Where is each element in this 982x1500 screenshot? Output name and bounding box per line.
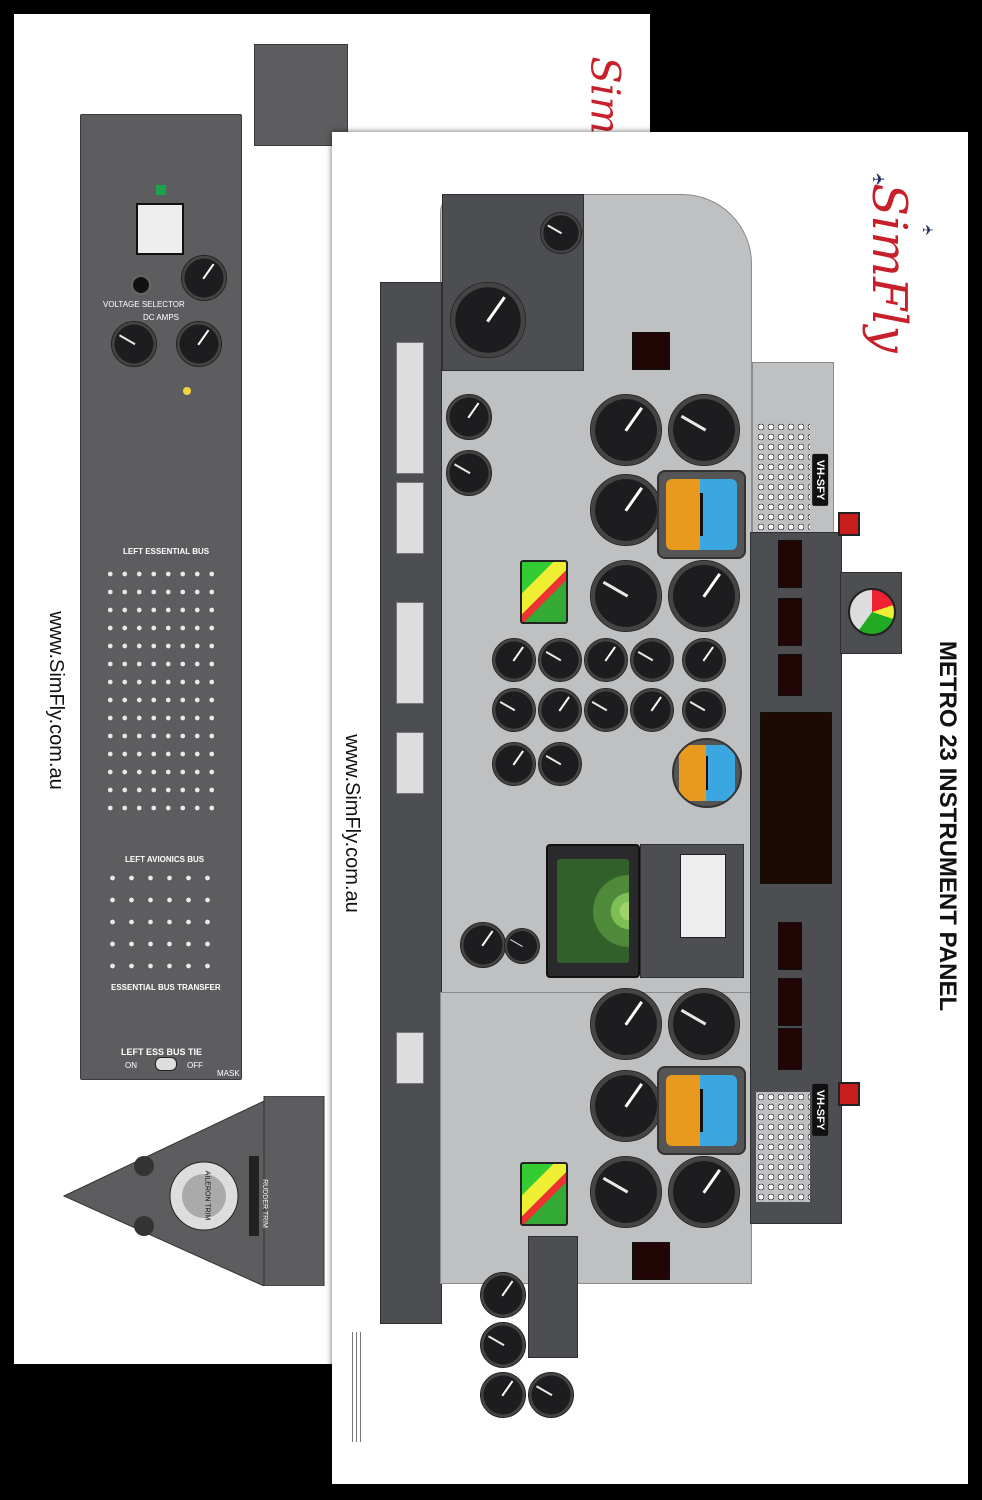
rudder-trim-label: RUDDER TRIM: [260, 1179, 268, 1228]
circuit-breaker-grid-top: [756, 422, 810, 532]
lower-gauge-1: [460, 922, 506, 968]
nav-display: [778, 598, 802, 646]
weather-radar-display: [520, 560, 568, 624]
voltage-selector-label: VOLTAGE SELECTOR: [103, 300, 185, 309]
clock-gauge: [450, 282, 526, 358]
panel-title: METRO 23 INSTRUMENT PANEL: [934, 640, 962, 1012]
bus-tie-off-label: OFF: [187, 1061, 203, 1070]
fo-turn-coordinator: [590, 1070, 662, 1142]
master-warning-bottom[interactable]: [838, 1082, 860, 1106]
dc-amps-label: DC AMPS: [143, 313, 180, 322]
altimeter: [668, 394, 740, 466]
engine-gauge-6: [492, 688, 536, 732]
aileron-trim-label: AILERON TRIM: [203, 1170, 211, 1221]
fo-attitude-indicator: [657, 1066, 746, 1155]
standby-attitude-indicator: [672, 738, 742, 808]
vsi-gauge: [668, 560, 740, 632]
oxygen-gauge: [446, 450, 492, 496]
front-logo: SimFly: [860, 183, 917, 353]
plane-icon: ✈: [872, 172, 886, 189]
fo-weather-radar-display: [520, 1162, 568, 1226]
engine-gauge-2: [538, 638, 582, 682]
dc-amps-right-gauge: [176, 321, 222, 367]
trim-pedestal: [62, 1096, 325, 1286]
yellow-light: [183, 387, 191, 395]
hsi-gauge: [590, 560, 662, 632]
copyright-block: [352, 1332, 364, 1442]
com-display: [778, 540, 802, 588]
circuit-breaker-grid-bottom: [756, 1092, 810, 1202]
com2-display: [778, 922, 802, 970]
voltmeter-gauge: [181, 255, 227, 301]
adf2-display: [778, 1028, 802, 1070]
voltage-selector-knob[interactable]: [131, 275, 151, 295]
adf-display: [778, 654, 802, 696]
pressurization-gauge: [848, 588, 896, 636]
switch-row-3[interactable]: [396, 602, 424, 704]
master-warning-top[interactable]: [838, 512, 860, 536]
engine-gauge-10: [682, 688, 726, 732]
mask-label: MASK: [217, 1069, 240, 1078]
turn-coordinator: [590, 474, 662, 546]
lower-gauge-6: [528, 1372, 574, 1418]
engine-gauge-3: [584, 638, 628, 682]
essential-bus-transfer-label: ESSENTIAL BUS TRANSFER: [111, 983, 221, 992]
fo-hsi-gauge: [590, 1156, 662, 1228]
front-website: www.SimFly.com.au: [340, 734, 363, 913]
switch-row-4[interactable]: [396, 732, 424, 794]
left-avionics-bus-grid: [103, 867, 219, 977]
engine-gauge-5: [682, 638, 726, 682]
switch-row-5[interactable]: [396, 1032, 424, 1084]
green-light: [156, 185, 166, 195]
sas-test-panel: [254, 44, 348, 146]
fo-altimeter: [668, 988, 740, 1060]
engine-gauge-7: [538, 688, 582, 732]
registration-tag-bottom: VH-SFY: [812, 1083, 829, 1137]
blank-lower-panel: [528, 1236, 578, 1358]
weather-radar: [546, 844, 640, 978]
fo-vsi-gauge: [668, 1156, 740, 1228]
back-website: www.SimFly.com.au: [44, 611, 67, 790]
lower-gauge-5: [480, 1372, 526, 1418]
freq-display-top: [632, 332, 670, 370]
suction-gauge: [446, 394, 492, 440]
bus-tie-on-label: ON: [125, 1061, 137, 1070]
registration-tag-top: VH-SFY: [812, 453, 829, 507]
standby-gauge: [540, 212, 582, 254]
engine-gauge-8: [584, 688, 628, 732]
plane-icon-2: ✈: [922, 222, 934, 238]
lower-gauge-2: [504, 928, 540, 964]
left-overhead-panel: VOLTAGE SELECTOR DC AMPS LEFT ESSENTIAL …: [80, 114, 242, 1080]
airspeed-indicator: [590, 394, 662, 466]
engine-gauge-12: [538, 742, 582, 786]
fo-airspeed-indicator: [590, 988, 662, 1060]
engine-gauge-1: [492, 638, 536, 682]
engine-data-display: [760, 712, 832, 884]
left-avionics-bus-label: LEFT AVIONICS BUS: [125, 855, 205, 864]
left-ess-bus-tie-label: LEFT ESS BUS TIE: [121, 1047, 203, 1057]
annunciator-box: [136, 203, 184, 255]
nav2-display: [778, 978, 802, 1026]
fo-freq-display: [632, 1242, 670, 1280]
attitude-indicator: [657, 470, 746, 559]
switch-row-1[interactable]: [396, 342, 424, 474]
left-essential-bus-grid: [103, 565, 219, 815]
fms-screen: [680, 854, 726, 938]
engine-gauge-11: [492, 742, 536, 786]
engine-gauge-9: [630, 688, 674, 732]
left-essential-bus-label: LEFT ESSENTIAL BUS: [123, 547, 210, 556]
lower-gauge-4: [480, 1322, 526, 1368]
switch-row-2[interactable]: [396, 482, 424, 554]
front-sheet: SimFly ✈ ✈ METRO 23 INSTRUMENT PANEL www…: [332, 132, 968, 1484]
lower-gauge-3: [480, 1272, 526, 1318]
engine-gauge-4: [630, 638, 674, 682]
dc-amps-left-gauge: [111, 321, 157, 367]
bus-tie-switch[interactable]: [155, 1057, 177, 1071]
